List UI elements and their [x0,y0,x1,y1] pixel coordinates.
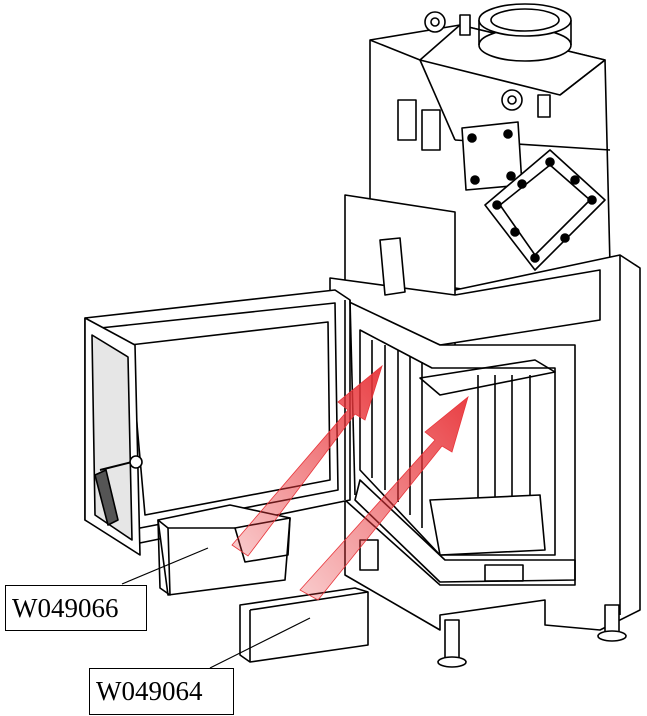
callout-label-lower-panel: W049064 [89,668,234,715]
installation-arrow-upper [231,364,383,557]
firebox-body [329,194,641,668]
leader-line-lower [209,617,311,669]
part-number: W049064 [96,676,203,706]
leader-line-upper [121,547,209,585]
door-glass-panel [84,317,143,556]
callout-label-upper-panel: W049066 [5,585,147,631]
installation-arrow-lower [299,395,469,601]
firebrick-panel-lower [239,587,369,663]
part-number: W049066 [12,592,119,623]
